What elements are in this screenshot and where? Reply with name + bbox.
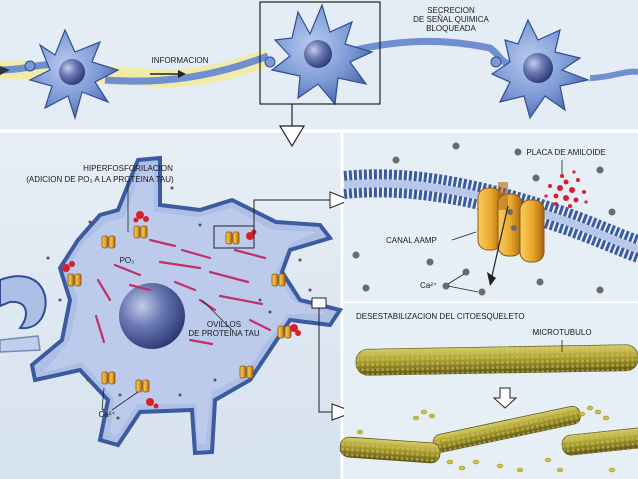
amyloid-specks-left: [62, 211, 301, 409]
zoom-connector-membrane: [253, 199, 330, 230]
zoom-box-top: [259, 1, 381, 105]
adjacent-neuron-fragment: [0, 275, 47, 330]
label-po3: PO₃: [119, 256, 135, 265]
zoom-box-cytoskeleton: [311, 297, 327, 309]
label-tau-tangles: OVILLOS DE PROTEINA TAU: [188, 320, 260, 338]
zoom-arrow-cytoskeleton-icon: [331, 403, 356, 421]
zoom-arrow-icon: [278, 125, 306, 148]
arrow-info-head-icon: [178, 70, 186, 78]
neuron-top-3-nucleus: [523, 53, 553, 83]
leader-ampa: [451, 231, 477, 241]
leader-tangles: [201, 299, 233, 331]
axon-far-right: [589, 68, 638, 81]
label-amyloid-plaque: PLACA DE AMILOIDE: [526, 148, 606, 157]
neuron-top-1: [28, 28, 120, 121]
label-microtubule: MICROTUBULO: [532, 328, 592, 337]
calcium-influx-arrow-head-icon: [487, 272, 496, 286]
membrane-channels: [67, 225, 292, 393]
amyloid-plaque: [544, 170, 588, 208]
leader-ca-right-1: [447, 273, 465, 285]
axon-right: [354, 37, 511, 68]
label-calcium-right: Ca²⁺: [420, 281, 438, 290]
top-neuron-chain: [0, 1, 638, 148]
label-secretion-blocked: SECRECION DE SEÑAL QUIMICA BLOQUEADA: [413, 6, 489, 33]
breakdown-arrow-icon: [492, 387, 518, 409]
ampa-channel: [477, 182, 545, 263]
leader-ca-2: [111, 391, 139, 411]
zoom-arrow-membrane-icon: [329, 191, 352, 209]
neuron-top-2: [270, 3, 374, 106]
membrane-panel: [343, 133, 638, 301]
axon-middle: [104, 52, 270, 85]
arrow-input-icon: [0, 66, 10, 75]
adjacent-neuron-dendrite: [0, 335, 41, 353]
label-hyperphosphorylation: HIPERFOSFORILACION: [83, 164, 173, 173]
neuron-top-2-nucleus: [304, 40, 332, 68]
tubulin-subunits: [356, 405, 616, 473]
neuron-top-3: [490, 18, 591, 120]
calcium-dots-left: [46, 186, 312, 420]
label-hyperphosphorylation-detail: (ADICION DE PO₃ A LA PROTEINA TAU): [26, 175, 174, 184]
calcium-ions-right: [352, 142, 616, 296]
zoom-connector-cytoskeleton: [318, 308, 332, 413]
calcium-influx-arrow: [491, 205, 509, 277]
leader-ca-right-2: [447, 285, 479, 293]
microtubule-fragments: [339, 405, 638, 464]
synapse-knob: [264, 56, 276, 68]
label-calcium-left: Ca²⁺: [98, 410, 116, 419]
leader-ca-1: [101, 387, 105, 411]
synapse-knob: [24, 60, 36, 72]
left-neuron: [0, 155, 356, 456]
label-ampa-channel: CANAL AAMP: [386, 236, 437, 245]
neuron-top-1-nucleus: [59, 59, 85, 85]
label-cytoskeleton-destabilization: DESESTABILIZACION DEL CITOESQUELETO: [356, 312, 525, 321]
microtubule-intact: [355, 344, 638, 376]
neuron-nucleus: [119, 283, 185, 349]
zoom-box-membrane: [213, 225, 255, 249]
synapse-knob: [490, 56, 502, 68]
label-information: INFORMACION: [151, 56, 209, 65]
